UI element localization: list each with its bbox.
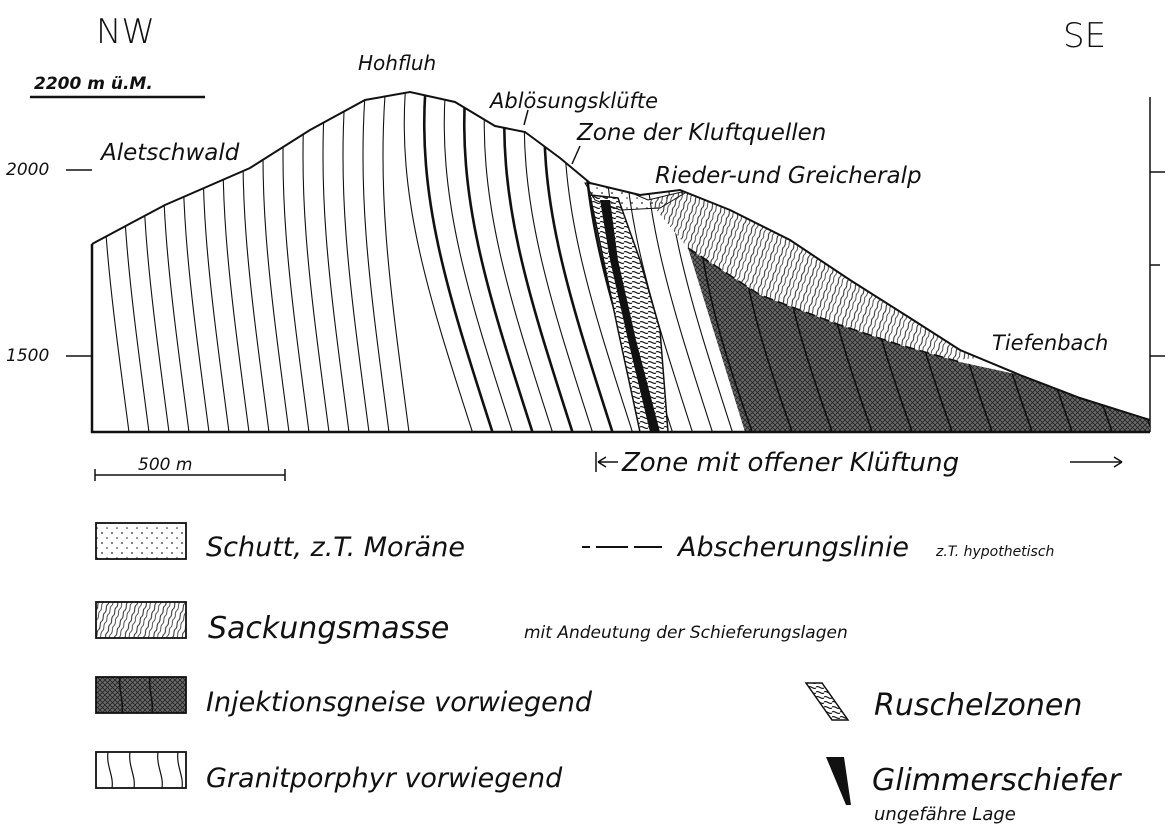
legend-glimmer: Glimmerschiefer (872, 763, 1122, 798)
legend-glimmer-note: ungefähre Lage (874, 804, 1016, 825)
legend-sackung: Sackungsmasse (208, 611, 449, 646)
right-frame (1150, 97, 1165, 432)
legend-granit: Granitporphyr vorwiegend (206, 763, 563, 794)
legend-swatch-sackung (96, 602, 186, 638)
legend-swatch-ruschel (806, 683, 848, 720)
place-abloesungsklufte: Ablösungsklüfte (488, 89, 658, 113)
elevation-top-label: 2200 m ü.M. (34, 74, 153, 94)
place-aletschwald: Aletschwald (99, 140, 240, 166)
direction-se-label: SE (1063, 16, 1106, 56)
zone-arrow-left (596, 452, 618, 472)
legend-schutt: Schutt, z.T. Moräne (206, 532, 465, 563)
zone-arrow-right (1070, 457, 1122, 467)
legend-abscherung: Abscherungslinie (676, 532, 909, 563)
tick-label-2000: 2000 (6, 160, 49, 180)
place-kluftquellen: Zone der Kluftquellen (576, 120, 826, 146)
zone-label: Zone mit offener Klüftung (621, 448, 959, 478)
place-hohfluh: Hohfluh (358, 51, 436, 75)
legend-swatch-schutt (96, 523, 186, 559)
legend-ruschel: Ruschelzonen (874, 688, 1082, 723)
legend-abscherung-note: z.T. hypothetisch (935, 544, 1054, 560)
legend-swatch-glimmer (826, 757, 851, 805)
legend-swatch-injektion (96, 677, 186, 713)
place-rieder-greicheralp: Rieder-und Greicheralp (655, 163, 922, 189)
scale-label: 500 m (138, 455, 192, 475)
tick-label-1500: 1500 (6, 346, 49, 366)
gneiss-stratum-line (1140, 240, 1172, 440)
place-tiefenbach: Tiefenbach (992, 331, 1108, 355)
kluftquellen-arrow (572, 146, 580, 164)
direction-nw-label: NW (96, 12, 155, 52)
legend-sackung-note: mit Andeutung der Schieferungslagen (524, 623, 848, 643)
legend-injektion: Injektionsgneise vorwiegend (206, 687, 593, 718)
